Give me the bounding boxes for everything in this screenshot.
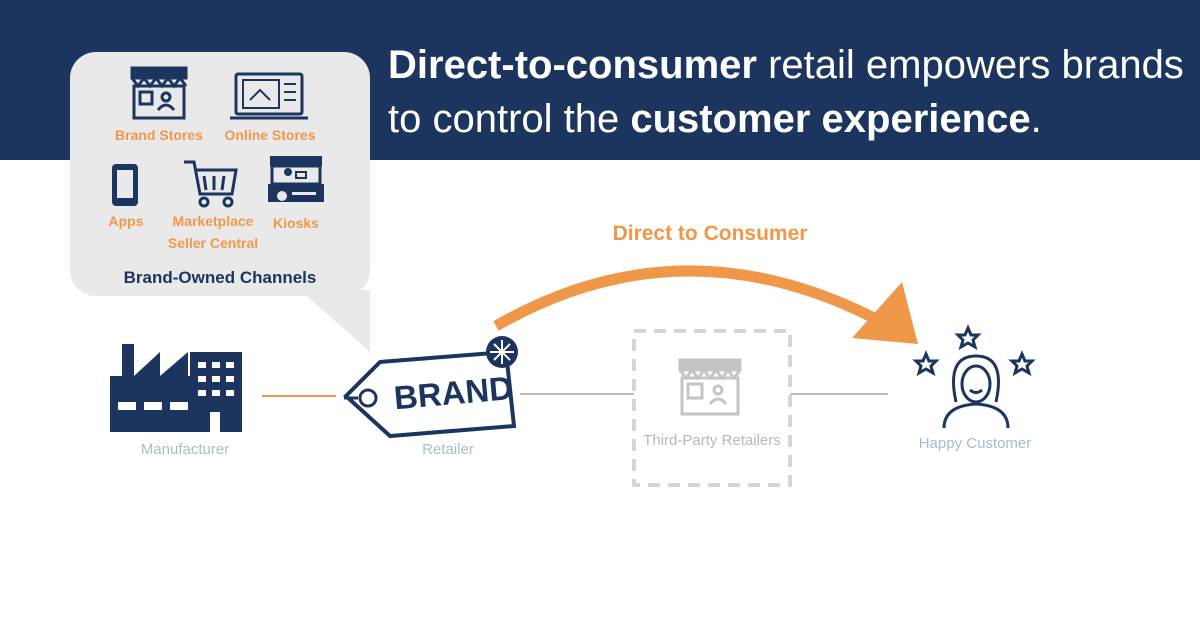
brand-tag-icon <box>343 336 518 439</box>
third-party-label: Third-Party Retailers <box>643 432 781 449</box>
kiosk-icon <box>268 156 324 202</box>
bubble-tail <box>300 290 370 352</box>
dtc-arrowhead <box>852 282 918 344</box>
phone-icon <box>112 164 138 206</box>
manufacturer-label: Manufacturer <box>140 441 230 458</box>
channel-label-marketplace: Marketplace Seller Central <box>160 210 266 254</box>
channel-label-brand-stores: Brand Stores <box>115 127 203 143</box>
headline: Direct-to-consumer retail empowers brand… <box>388 38 1188 146</box>
channel-label-apps: Apps <box>108 213 144 229</box>
dtc-arrow <box>493 265 877 331</box>
happy-customer-icon <box>912 324 1036 429</box>
channel-label-online-stores: Online Stores <box>224 127 316 143</box>
third-party-box <box>632 329 792 487</box>
third-party-store-icon <box>678 358 742 416</box>
factory-icon <box>110 344 242 432</box>
brand-store-icon <box>130 66 188 120</box>
headline-text-4: . <box>1030 97 1042 141</box>
channels-group-title: Brand-Owned Channels <box>123 268 317 287</box>
headline-bold-1: Direct-to-consumer <box>388 43 757 87</box>
cart-icon <box>184 160 238 208</box>
headline-text-2: retail empowers brands to control the <box>388 43 1184 141</box>
online-store-icon <box>230 72 308 120</box>
customer-label: Happy Customer <box>918 435 1032 452</box>
dtc-label: Direct to Consumer <box>612 222 808 245</box>
headline-bold-3: customer experience <box>630 97 1031 141</box>
channel-label-kiosks: Kiosks <box>273 215 319 231</box>
marketplace-line-1: Marketplace <box>172 213 254 229</box>
marketplace-line-2: Seller Central <box>167 235 259 251</box>
retailer-label: Retailer <box>422 441 474 458</box>
